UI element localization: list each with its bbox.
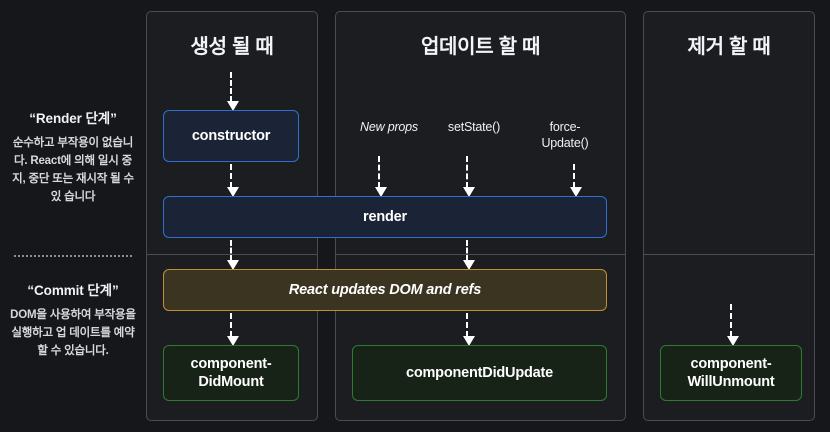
legend-commit-phase-description: DOM을 사용하여 부작용을 실행하고 업 데이트를 예약 할 수 있습니다. xyxy=(10,309,136,357)
node-constructor[interactable]: constructor xyxy=(163,110,299,162)
node-render[interactable]: render xyxy=(163,196,607,238)
trigger-label-force-update: force- Update() xyxy=(541,120,589,150)
column-updating-phase-divider xyxy=(336,254,625,255)
legend-dotted-divider xyxy=(14,255,132,257)
node-component-did-update[interactable]: componentDidUpdate xyxy=(352,345,607,401)
legend-render-phase-title: “Render 단계” xyxy=(29,111,117,126)
column-mounting-title: 생성 될 때 xyxy=(190,36,274,58)
arrow-down-icon-constructor-to-render xyxy=(227,164,239,197)
arrow-down-icon-force-update-to-render xyxy=(570,164,582,197)
arrow-down-icon-set-state-to-render xyxy=(463,156,475,197)
node-component-did-mount[interactable]: component- DidMount xyxy=(163,345,299,401)
arrow-down-icon-commit-to-did-mount xyxy=(227,313,239,346)
arrow-down-icon-new-props-to-render xyxy=(375,156,387,197)
trigger-label-new-props: New props xyxy=(360,120,418,134)
arrow-down-icon-to-will-unmount xyxy=(727,304,739,346)
column-mounting-phase-divider xyxy=(147,254,317,255)
legend-render-phase: “Render 단계” 순수하고 부작용이 없습니다. React에 의해 일시… xyxy=(0,110,146,206)
arrow-down-icon-render-to-commit-updating xyxy=(463,240,475,270)
trigger-label-set-state: setState() xyxy=(447,120,501,134)
arrow-down-icon-to-constructor xyxy=(227,72,239,111)
column-unmounting-title: 제거 할 때 xyxy=(687,36,771,58)
legend-commit-phase: “Commit 단계” DOM을 사용하여 부작용을 실행하고 업 데이트를 예… xyxy=(0,282,146,361)
legend-commit-phase-title: “Commit 단계” xyxy=(27,283,119,298)
legend-render-phase-description: 순수하고 부작용이 없습니다. React에 의해 일시 중지, 중단 또는 재… xyxy=(12,137,134,203)
phase-legend: “Render 단계” 순수하고 부작용이 없습니다. React에 의해 일시… xyxy=(0,0,146,432)
column-unmounting-phase-divider xyxy=(644,254,814,255)
arrow-down-icon-render-to-commit-mounting xyxy=(227,240,239,270)
node-react-updates-dom-and-refs[interactable]: React updates DOM and refs xyxy=(163,269,607,311)
node-component-will-unmount[interactable]: component- WillUnmount xyxy=(660,345,802,401)
column-updating-title: 업데이트 할 때 xyxy=(420,36,541,58)
arrow-down-icon-commit-to-did-update xyxy=(463,313,475,346)
